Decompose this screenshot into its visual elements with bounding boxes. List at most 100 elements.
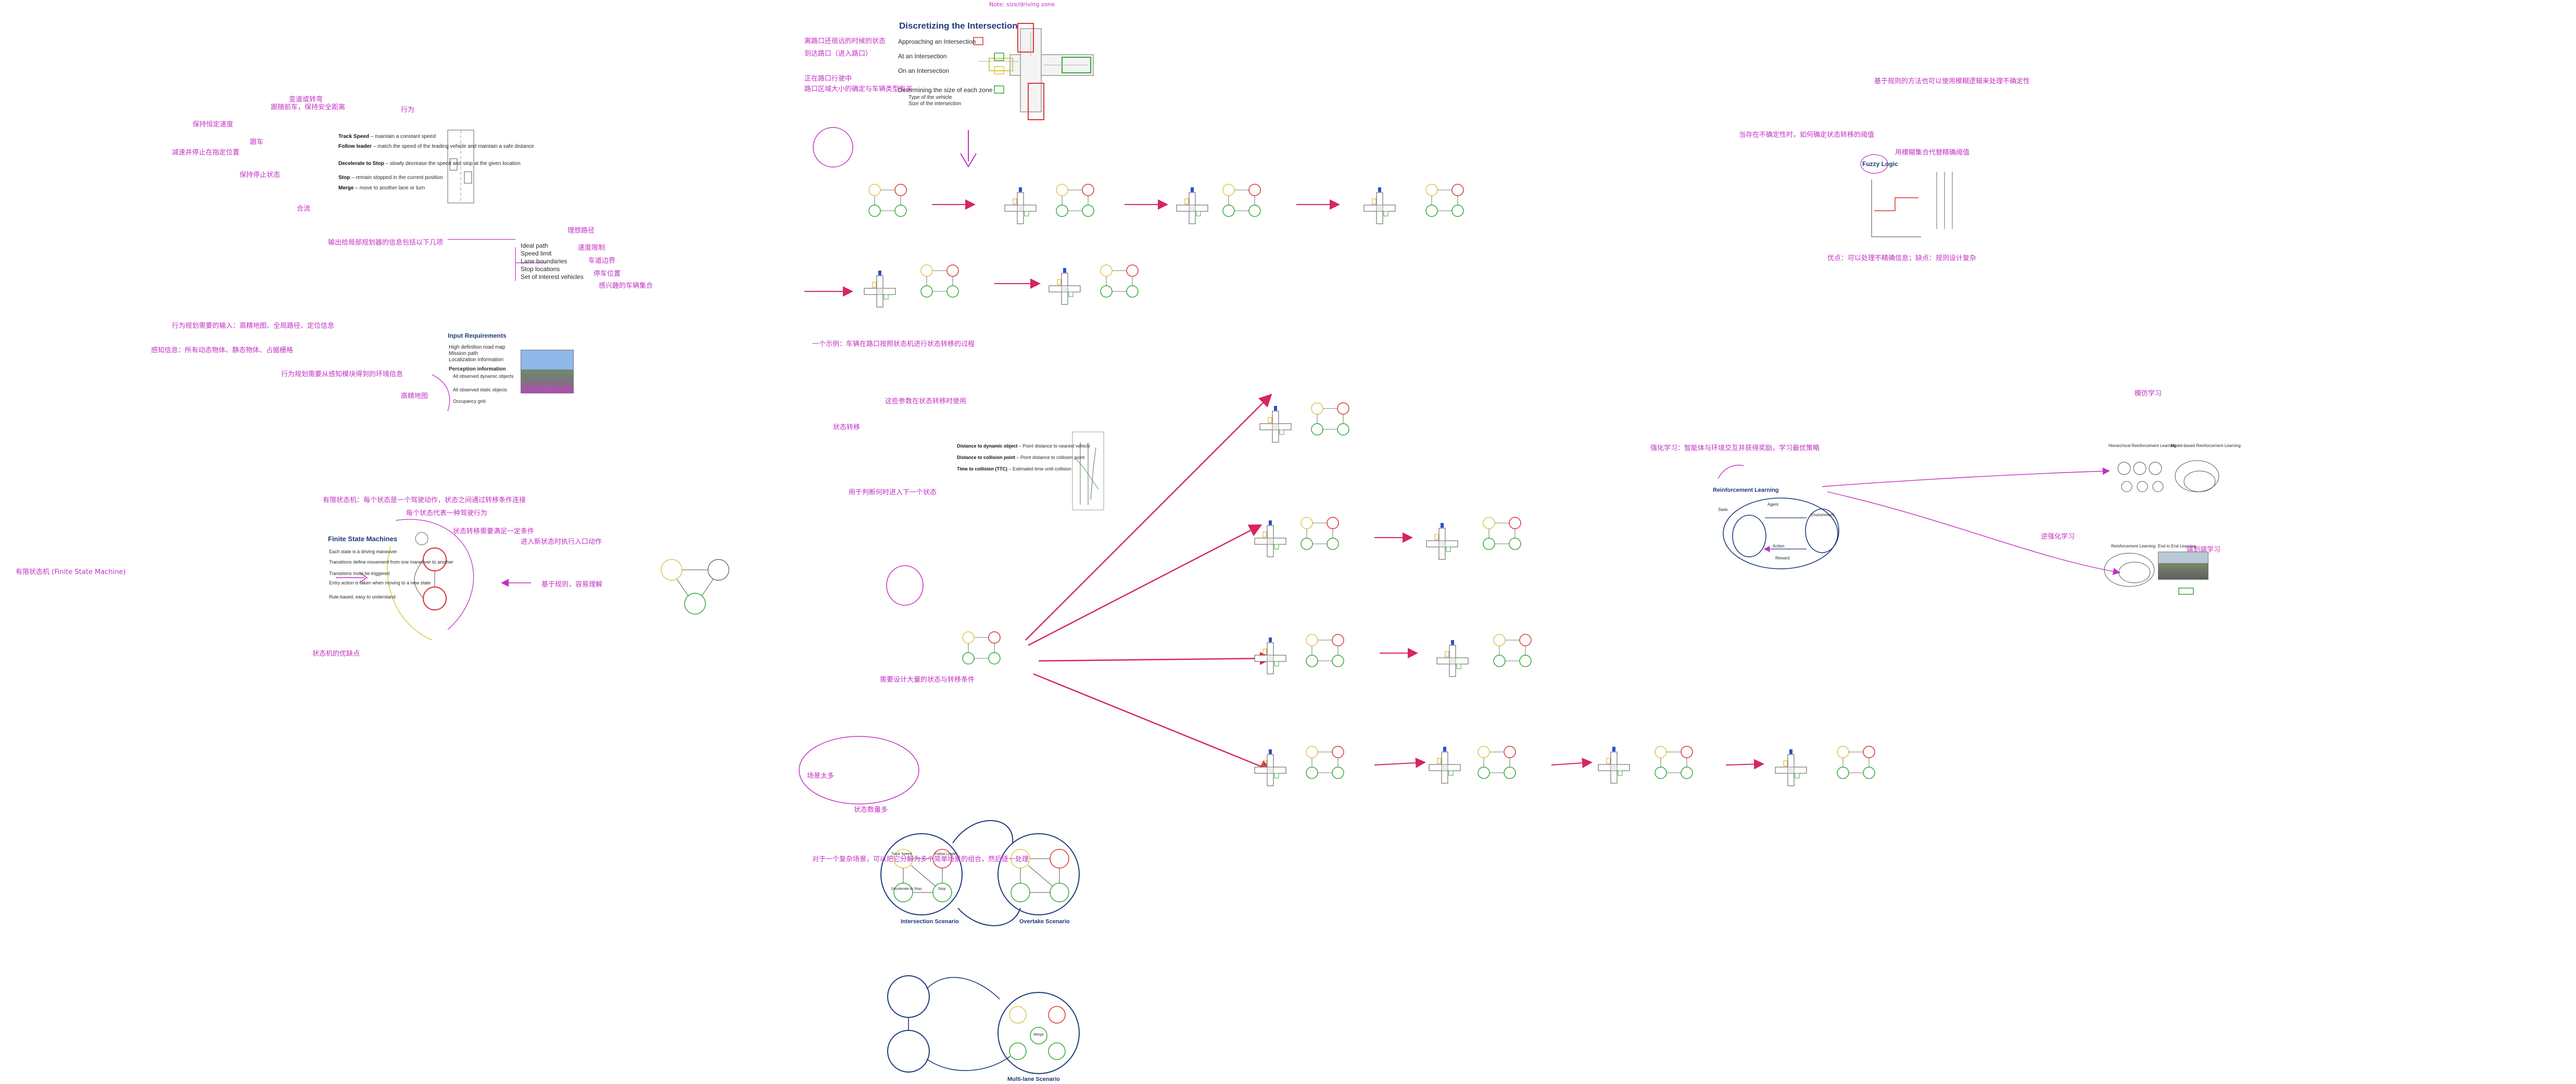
scenario-state-merge: Merge xyxy=(1033,1033,1044,1037)
ink-fsm-7: 有限状态机 (Finite State Machine) xyxy=(16,568,126,576)
ink-behavior-2: 跟随前车，保持安全距离 xyxy=(271,104,346,111)
discretizing-subitem-1: Type of the vehicle xyxy=(908,95,952,100)
input-req-title: Input Requirements xyxy=(448,332,507,339)
transition-distance-dynamic: Distance to dynamic object – Point dista… xyxy=(957,443,1091,449)
lane-road-diagram xyxy=(447,130,474,203)
discretizing-title: Discretizing the Intersection xyxy=(899,21,1018,31)
ink-fsm-3: 状态转移需要满足一定条件 xyxy=(453,528,535,535)
ink-transitions-title: 状态转移 xyxy=(833,424,861,431)
transition-distance-collision: Distance to collision point – Point dist… xyxy=(957,455,1085,460)
ink-note-top: Note: size/driving zone xyxy=(989,1,1055,8)
hierarchical-rl-diagram xyxy=(2117,460,2219,492)
scenario-state-decel: Decelerate to Stop xyxy=(891,887,921,891)
output-ideal-path: Ideal path xyxy=(521,242,548,249)
ink-behavior-6: 合流 xyxy=(297,205,311,213)
street-camera-image xyxy=(521,350,574,393)
discretizing-item-1: Approaching an Intersection xyxy=(898,38,976,45)
ink-fuzzy-1: 基于规则的方法也可以使用模糊逻辑来处理不确定性 xyxy=(1874,78,2030,85)
ink-fsm-5: 基于规则，容易理解 xyxy=(541,581,603,589)
ink-outputs-2: 理想路径 xyxy=(567,227,595,235)
ink-fsm-4: 进入新状态时执行入口动作 xyxy=(521,538,602,546)
behavior-merge: Merge – move to another lane or turn xyxy=(338,185,425,191)
discretizing-item-3: On an Intersection xyxy=(898,67,950,74)
ink-outputs-1: 输出给局部规划器的信息包括以下几项 xyxy=(328,239,444,247)
input-mission-path: Mission path xyxy=(449,351,478,356)
ink-fuzzy-4: 优点：可以处理不精确信息；缺点：规则设计复杂 xyxy=(1827,254,1977,262)
ink-behavior-7: 跟车 xyxy=(250,138,264,146)
rl-sub-e2e: End to End Learning xyxy=(2158,544,2196,549)
fsm-state-graph xyxy=(387,519,474,641)
overtake-scenario-graph xyxy=(997,833,1080,915)
ink-behavior-4: 保持停止状态 xyxy=(239,171,281,179)
ink-scenarios-top: 对于一个复杂场景，可以把它分解为多个简单场景的组合，然后逐一处理 xyxy=(812,856,1029,863)
rl-node-environment: Environment xyxy=(1811,513,1834,517)
rl-node-agent: Agent xyxy=(1767,502,1778,507)
fuzzy-logic-plot xyxy=(1860,154,1953,237)
fsm-item-2: Transitions define movement from one man… xyxy=(329,559,453,565)
fsm-item-1: Each state is a driving maneuver xyxy=(329,549,397,554)
ink-input-1: 行为规划需要的输入：高精地图、全局路径、定位信息 xyxy=(172,322,335,330)
ink-fuzzy-3: 用模糊集合代替精确阈值 xyxy=(1895,149,1970,157)
rl-sub-rl: Reinforcement Learning xyxy=(2111,544,2156,549)
ink-discretizing-3: 正在路口行驶中 xyxy=(804,75,852,83)
multilane-scenario-label: Multi-lane Scenario xyxy=(1007,1076,1060,1082)
output-lane-boundaries: Lane boundaries xyxy=(521,258,567,265)
rl-loop-diagram xyxy=(1723,498,1839,569)
rl-sub-hierarchical: Hierarchical Reinforcement Learning xyxy=(2108,443,2176,448)
input-hd-map: High definition road map xyxy=(449,345,506,350)
rl-node-action: Action xyxy=(1773,544,1785,549)
output-speed-limit: Speed limit xyxy=(521,250,552,257)
ink-rl-2: 模仿学习 xyxy=(2135,390,2162,398)
discretizing-subitem-2: Size of the intersection xyxy=(908,101,962,107)
behavior-stop: Stop – remain stopped in the current pos… xyxy=(338,175,443,181)
ink-outputs-6: 感兴趣的车辆集合 xyxy=(599,282,653,290)
ink-scenarios-circle: 场景太多 xyxy=(807,772,835,780)
ink-behavior-1: 保持恒定速度 xyxy=(193,121,234,129)
scenario-state-track: Track Speed xyxy=(891,852,912,856)
ink-transitions-2: 用于判断何时进入下一个状态 xyxy=(849,489,937,496)
intersection-scenario-label: Intersection Scenario xyxy=(901,919,959,925)
fsm-item-5: Rule-based, easy to understand xyxy=(329,594,396,600)
ink-fuzzy-2: 当存在不确定性时，如何确定状态转移的阈值 xyxy=(1739,131,1875,139)
ink-outputs-4: 车道边界 xyxy=(588,257,616,265)
fuzzy-title: Fuzzy Logic xyxy=(1862,160,1898,168)
discretizing-item-2: At an Intersection xyxy=(898,53,947,60)
scenario-state-follow: Follow Leader xyxy=(935,852,957,856)
ttc-plot xyxy=(1072,431,1104,511)
ink-fsm-1: 有限状态机：每个状态是一个驾驶动作，状态之间通过转移条件连接 xyxy=(323,496,526,504)
end-to-end-diagram xyxy=(2104,553,2194,595)
ink-input-4: 高精地图 xyxy=(401,392,428,400)
multilane-scenario-graph xyxy=(887,975,1080,1074)
ink-rl-1: 强化学习：智能体与环境交互并获得奖励，学习最优策略 xyxy=(1650,444,1820,452)
fsm-item-3: Transitions must be triggered xyxy=(329,571,390,576)
input-occupancy-grid: Occupancy grid xyxy=(453,399,486,404)
driving-camera-image xyxy=(2158,552,2208,580)
discretizing-item-4: Determining the size of each zone xyxy=(898,86,993,94)
output-stop-locations: Stop locations xyxy=(521,265,560,273)
ink-discretizing-4: 路口区域大小的确定与车辆类型有关 xyxy=(804,85,913,93)
fsm-item-4: Entry action is taken when moving to a n… xyxy=(329,580,431,585)
fsm-title: Finite State Machines xyxy=(328,535,397,543)
ink-discretizing-2: 到达路口（进入路口） xyxy=(804,50,873,58)
input-static-objects: All observed static objects xyxy=(453,387,508,392)
behavior-track-speed: Track Speed – maintain a constant speed xyxy=(338,134,436,139)
ink-rl-3: 逆强化学习 xyxy=(2041,533,2075,541)
ink-behavior-3: 减速并停止在指定位置 xyxy=(172,149,240,157)
rl-sub-model-based: Model-based Reinforcement Learning xyxy=(2171,443,2241,448)
ink-transitions-1: 这些参数在状态转移时使用 xyxy=(885,398,967,405)
ink-flow: 一个示例：车辆在路口按照状态机进行状态转移的过程 xyxy=(812,340,975,348)
fsm-small-graph xyxy=(661,559,729,615)
rl-node-reward: Reward xyxy=(1775,556,1790,560)
transition-ttc: Time to collision (TTC) – Estimated time… xyxy=(957,466,1071,471)
ink-scenarios-bottom: 状态数量多 xyxy=(854,806,888,814)
output-interest-vehicles: Set of interest vehicles xyxy=(521,273,584,280)
ink-input-2: 感知信息：所有动态物体、静态物体、占据栅格 xyxy=(151,347,294,354)
ink-discretizing-1: 离路口还很远的时候的状态 xyxy=(804,37,886,45)
input-localization: Localization information xyxy=(449,357,504,363)
ink-behavior-5: 变道或转弯 xyxy=(289,96,323,104)
ink-outputs-5: 停车位置 xyxy=(594,270,621,278)
ink-fsm-2: 每个状态代表一种驾驶行为 xyxy=(406,509,488,517)
input-perception: Perception information xyxy=(449,366,506,372)
ink-fsm-6: 状态机的优缺点 xyxy=(312,650,360,658)
